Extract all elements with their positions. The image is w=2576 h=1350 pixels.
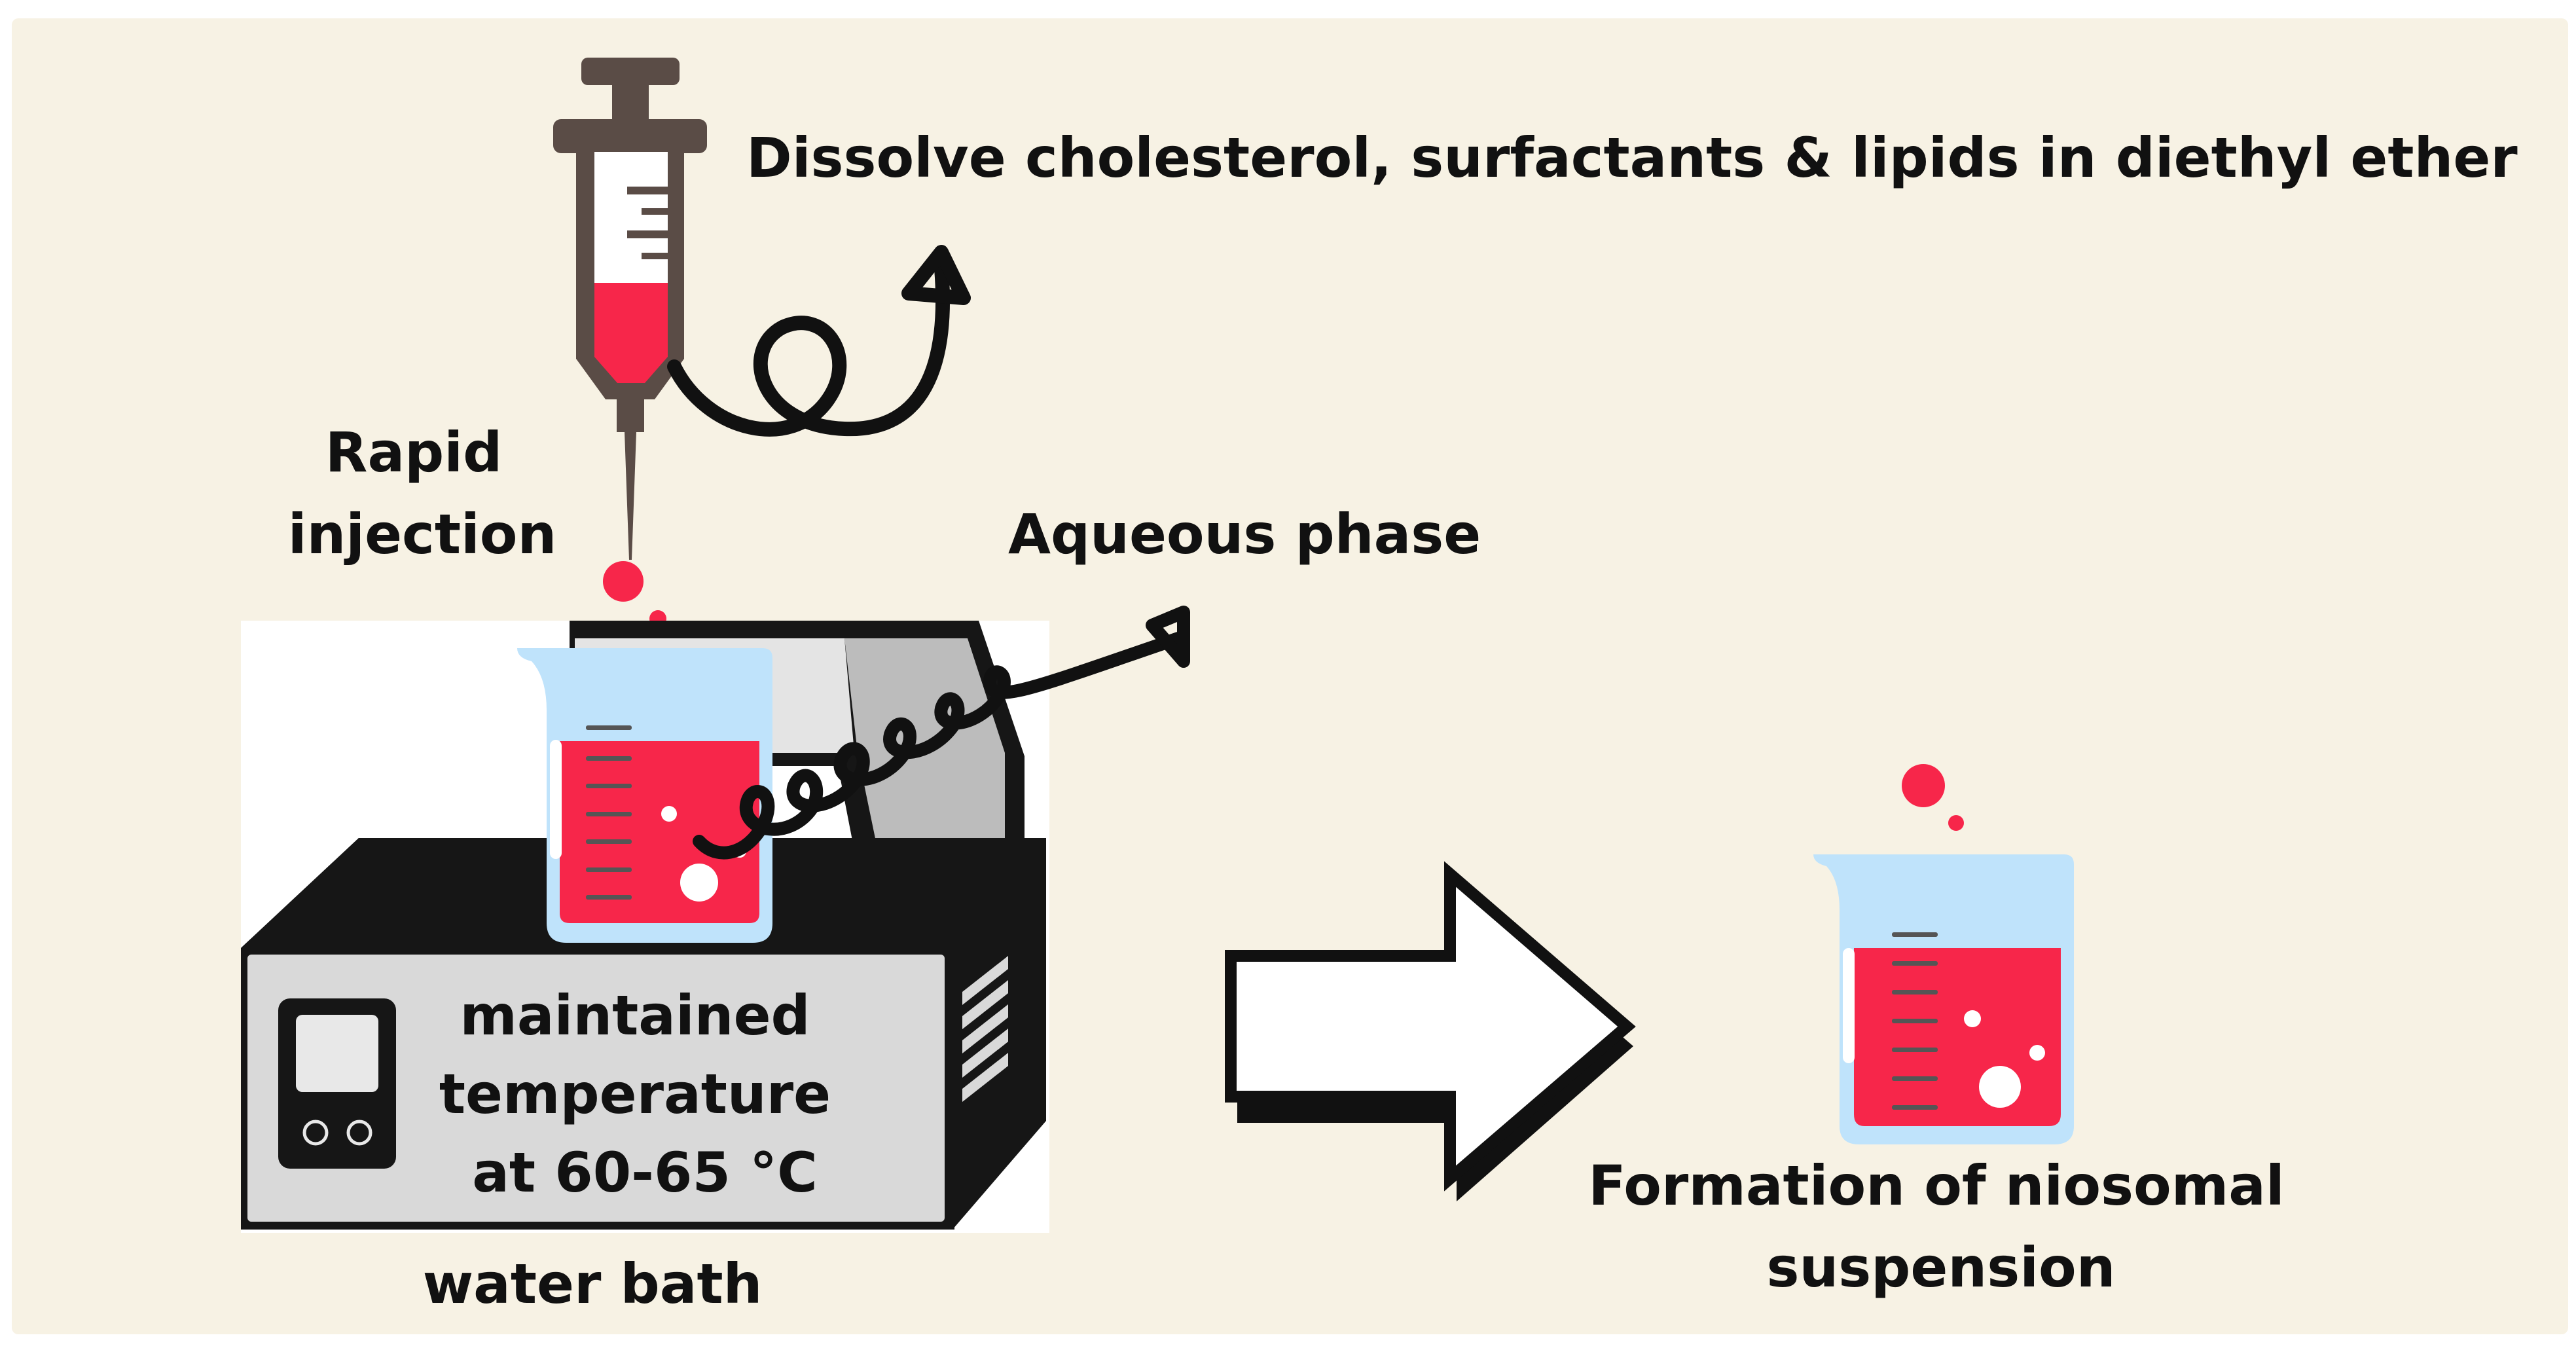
maintained-label: maintained [460,983,810,1048]
beaker-icon [1813,854,2074,1144]
droplet-large [1902,764,1945,807]
aqueous-phase-label: Aqueous phase [1008,502,1481,566]
temperature-value-label: at 60-65 °C [472,1140,818,1205]
water-bath-label: water bath [423,1252,763,1316]
beaker-icon [517,648,772,943]
water-bath-icon [241,621,1049,1233]
rapid-label: Rapid [325,420,502,484]
temperature-label: temperature [439,1062,831,1126]
syringe-icon [553,58,707,560]
curly-arrow-icon [667,245,971,437]
suspension-label: suspension [1767,1235,2116,1300]
droplet-small [1948,815,1964,831]
curly-arrow-icon [693,606,1190,860]
formation-label: Formation of niosomal [1588,1154,2285,1218]
right-arrow-icon [1225,861,1636,1201]
droplet-large [603,561,644,602]
injection-label: injection [288,502,557,566]
dissolve-label: Dissolve cholesterol, surfactants & lipi… [746,126,2518,190]
